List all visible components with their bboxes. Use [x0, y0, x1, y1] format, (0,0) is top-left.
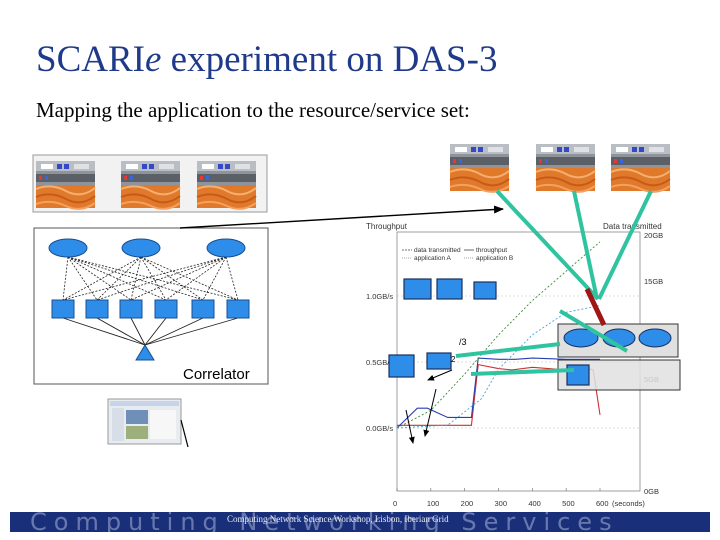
worker-node: [51, 299, 75, 319]
application-nodes: [48, 238, 250, 319]
chart-legend: data transmitted application A throughpu…: [402, 247, 513, 262]
slide-title: SCARIe experiment on DAS-3: [36, 38, 497, 81]
server-image: [449, 143, 510, 193]
worker-node: [191, 299, 215, 319]
left-tick-label: 0.0GB/s: [366, 424, 393, 433]
title-italic: e: [144, 39, 162, 80]
server-image: [196, 160, 257, 210]
worker-node: [426, 352, 452, 370]
worker-node-group: [388, 278, 497, 378]
legend-data-transmitted: data transmitted: [414, 247, 461, 254]
right-tick-label: 15GB: [644, 277, 663, 286]
mark-2: 2: [451, 355, 456, 364]
x-unit-label: (seconds): [612, 499, 645, 508]
worker-node: [85, 299, 109, 319]
worker-node: [473, 281, 497, 300]
chart-left-title: Throughput: [366, 222, 408, 231]
server-image: [35, 160, 96, 210]
worker-node: [388, 354, 415, 378]
worker-node: [403, 278, 432, 300]
service-node: [566, 364, 590, 386]
worker-node: [154, 299, 178, 319]
left-tick-label: 0.5GB/s: [366, 358, 393, 367]
source-node: [206, 238, 246, 258]
series-line: [396, 241, 601, 429]
x-tick-label: 0: [393, 499, 397, 508]
chart-ticks: 1.0GB/s0.5GB/s0.0GB/s20GB15GB10GB5GB0GB0…: [366, 231, 663, 508]
legend-throughput: throughput: [476, 247, 507, 254]
source-node: [48, 238, 88, 258]
server-image: [610, 143, 671, 193]
service-group-top: [557, 323, 679, 358]
remote-server-strip: [449, 143, 671, 193]
flow-arrows: [179, 205, 504, 448]
right-tick-label: 20GB: [644, 231, 663, 240]
left-server-strip: [32, 154, 268, 213]
worker-node: [119, 299, 143, 319]
legend-application-b: application B: [476, 255, 513, 262]
x-tick-label: 200: [461, 499, 474, 508]
source-node: [121, 238, 161, 258]
worker-node: [436, 278, 463, 300]
service-node: [563, 328, 599, 348]
service-group-bottom: [557, 359, 681, 391]
footer-bar: Computing Networking Services Computing …: [10, 512, 710, 532]
x-tick-label: 300: [495, 499, 508, 508]
server-image: [120, 160, 181, 210]
x-tick-label: 500: [562, 499, 575, 508]
tree-links: [62, 317, 239, 346]
footer-caption: Computing Network Science Workshop, Lisb…: [227, 514, 449, 524]
title-rest: experiment on DAS-3: [161, 39, 498, 80]
throughput-chart: Throughput Data transmitted data transmi…: [366, 222, 663, 508]
slide-subtitle: Mapping the application to the resource/…: [36, 98, 470, 122]
title-main: SCARI: [36, 39, 145, 80]
mark-3: /3: [459, 337, 467, 347]
left-tick-label: 1.0GB/s: [366, 292, 393, 301]
correlator-node: [135, 344, 155, 361]
mesh-links: [62, 256, 239, 301]
mapping-links: [455, 189, 653, 376]
x-tick-label: 100: [427, 499, 440, 508]
series-line: [396, 357, 600, 429]
x-tick-label: 400: [528, 499, 541, 508]
service-node: [638, 328, 672, 348]
legend-application-a: application A: [414, 255, 452, 262]
server-image: [535, 143, 596, 193]
worker-node: [226, 299, 250, 319]
right-tick-label: 0GB: [644, 487, 659, 496]
visualization-thumbnail: [107, 398, 182, 445]
x-tick-label: 600: [596, 499, 609, 508]
footer-banner-text: Computing Networking Services: [30, 512, 619, 532]
correlator-label: Correlator: [183, 366, 250, 383]
